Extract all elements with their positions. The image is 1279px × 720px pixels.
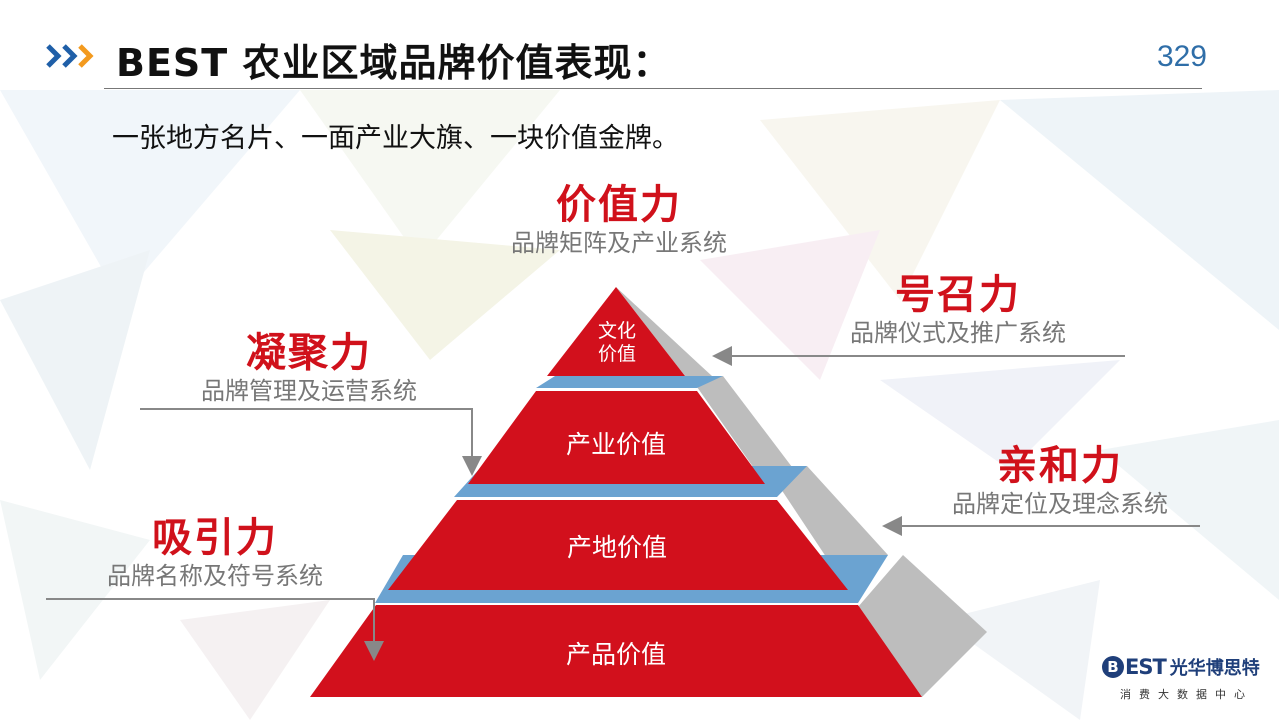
force-affinity-desc: 品牌定位及理念系统 xyxy=(952,490,1168,518)
arrow-attract xyxy=(46,598,384,661)
arrow-cohesion xyxy=(140,408,482,476)
tier-label-culture: 文化价值 xyxy=(597,320,637,365)
tier-side-2 xyxy=(697,376,792,484)
force-cohesion: 凝聚力 品牌管理及运营系统 xyxy=(201,330,417,406)
logo-mark-icon: B xyxy=(1102,656,1124,678)
logo-company-name: 光华博思特 xyxy=(1169,658,1260,679)
tier-front-3 xyxy=(388,500,848,590)
company-logo: B EST 光华博思特 消费大数据中心 xyxy=(1102,654,1262,702)
tier-front-2 xyxy=(468,391,765,484)
force-appeal-desc: 品牌仪式及推广系统 xyxy=(850,319,1066,347)
tier-step-1 xyxy=(536,376,723,388)
tier-side-4 xyxy=(858,555,987,697)
section-chevron-icon xyxy=(46,44,94,68)
force-cohesion-name: 凝聚力 xyxy=(246,330,372,376)
force-affinity-name: 亲和力 xyxy=(997,443,1123,489)
force-attract-name: 吸引力 xyxy=(152,515,278,561)
tier-label-industry: 产业价值 xyxy=(565,430,667,459)
force-value: 价值力 品牌矩阵及产业系统 xyxy=(511,182,727,258)
tier-label-product: 产品价值 xyxy=(565,640,667,669)
title-divider xyxy=(104,88,1202,89)
force-affinity: 亲和力 品牌定位及理念系统 xyxy=(952,443,1168,519)
force-appeal-name: 号召力 xyxy=(895,272,1021,318)
page-subtitle: 一张地方名片、一面产业大旗、一块价值金牌。 xyxy=(112,123,679,154)
force-appeal: 号召力 品牌仪式及推广系统 xyxy=(850,272,1066,348)
force-cohesion-desc: 品牌管理及运营系统 xyxy=(201,377,417,405)
force-attract-desc: 品牌名称及符号系统 xyxy=(107,562,323,590)
force-attract: 吸引力 品牌名称及符号系统 xyxy=(107,515,323,591)
force-value-name: 价值力 xyxy=(556,182,682,228)
tier-front-4 xyxy=(310,605,922,697)
page-number: 329 xyxy=(1156,40,1207,73)
tier-label-origin: 产地价值 xyxy=(566,533,668,562)
logo-est: EST xyxy=(1125,655,1167,679)
page-title: BEST 农业区域品牌价值表现： xyxy=(116,41,672,85)
logo-tagline: 消费大数据中心 xyxy=(1120,688,1253,701)
tier-front-1 xyxy=(547,287,685,376)
force-value-desc: 品牌矩阵及产业系统 xyxy=(511,229,727,257)
